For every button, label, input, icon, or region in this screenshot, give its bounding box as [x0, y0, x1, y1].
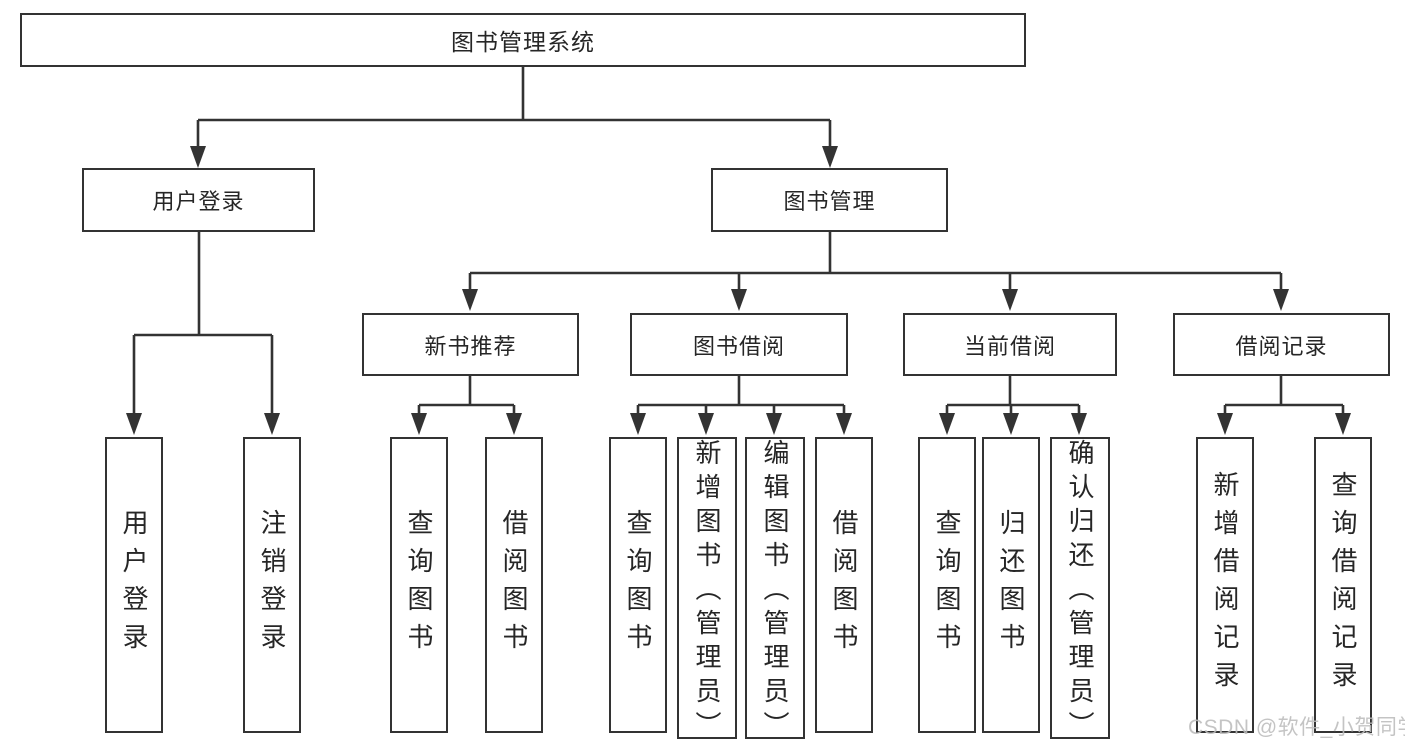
node-library-management-system: 图书管理系统 — [20, 13, 1026, 67]
arrowhead — [1003, 413, 1019, 435]
arrowhead — [411, 413, 427, 435]
arrowhead — [126, 413, 142, 435]
arrowhead — [264, 413, 280, 435]
node-label: 借阅图书 — [829, 509, 859, 661]
node-label: 归还图书 — [996, 509, 1026, 661]
arrowhead — [1335, 413, 1351, 435]
node-label: 新书推荐 — [424, 333, 517, 359]
arrowhead — [731, 289, 747, 311]
node-new-book-recommendation: 新书推荐 — [362, 313, 579, 376]
node-confirm-return-admin: 确认归还（管理员） — [1050, 437, 1110, 745]
node-label: 编辑图书（管理员） — [760, 439, 790, 745]
node-borrowing-records: 借阅记录 — [1173, 313, 1390, 376]
node-current-borrowing: 当前借阅 — [903, 313, 1117, 376]
node-borrow-books-recommend: 借阅图书 — [485, 437, 543, 733]
node-label: 图书借阅 — [692, 333, 785, 359]
arrowhead — [698, 413, 714, 435]
node-label: 确认归还（管理员） — [1065, 439, 1095, 745]
arrowhead — [822, 146, 838, 168]
arrowhead — [1071, 413, 1087, 435]
node-label: 查询借阅记录 — [1328, 471, 1358, 699]
node-label: 图书管理 — [783, 189, 876, 214]
node-return-book: 归还图书 — [982, 437, 1040, 733]
arrowhead — [190, 146, 206, 168]
node-query-books-borrow: 查询图书 — [609, 437, 667, 733]
node-label: 查询图书 — [623, 509, 653, 661]
node-query-books-recommend: 查询图书 — [390, 437, 448, 733]
node-label: 借阅图书 — [499, 509, 529, 661]
node-label: 借阅记录 — [1235, 333, 1328, 359]
node-user-login-module: 用户登录 — [82, 168, 315, 232]
arrowhead — [630, 413, 646, 435]
node-query-books-current: 查询图书 — [918, 437, 976, 733]
node-book-management-module: 图书管理 — [711, 168, 948, 232]
arrowhead — [1002, 289, 1018, 311]
csdn-watermark: CSDN @软件_小贺同学 — [1188, 716, 1405, 739]
arrowhead — [462, 289, 478, 311]
node-book-borrowing: 图书借阅 — [630, 313, 848, 376]
arrowhead — [836, 413, 852, 435]
arrowhead — [1217, 413, 1233, 435]
arrowhead — [506, 413, 522, 435]
arrowhead — [766, 413, 782, 435]
node-label: 图书管理系统 — [451, 29, 595, 55]
node-borrow-books: 借阅图书 — [815, 437, 873, 733]
node-label: 注销登录 — [257, 509, 287, 661]
node-edit-book-admin: 编辑图书（管理员） — [745, 437, 805, 745]
node-label: 当前借阅 — [963, 333, 1056, 359]
arrowhead — [1273, 289, 1289, 311]
node-label: 用户登录 — [119, 509, 149, 661]
node-add-borrow-record: 新增借阅记录 — [1196, 437, 1254, 733]
node-label: 新增借阅记录 — [1210, 471, 1240, 699]
node-logout: 注销登录 — [243, 437, 301, 733]
node-label: 查询图书 — [932, 509, 962, 661]
node-label: 查询图书 — [404, 509, 434, 661]
node-user-login-leaf: 用户登录 — [105, 437, 163, 733]
arrowhead — [939, 413, 955, 435]
node-label: 新增图书（管理员） — [692, 439, 722, 745]
node-label: 用户登录 — [152, 189, 245, 214]
node-add-book-admin: 新增图书（管理员） — [677, 437, 737, 745]
node-query-borrow-record: 查询借阅记录 — [1314, 437, 1372, 733]
